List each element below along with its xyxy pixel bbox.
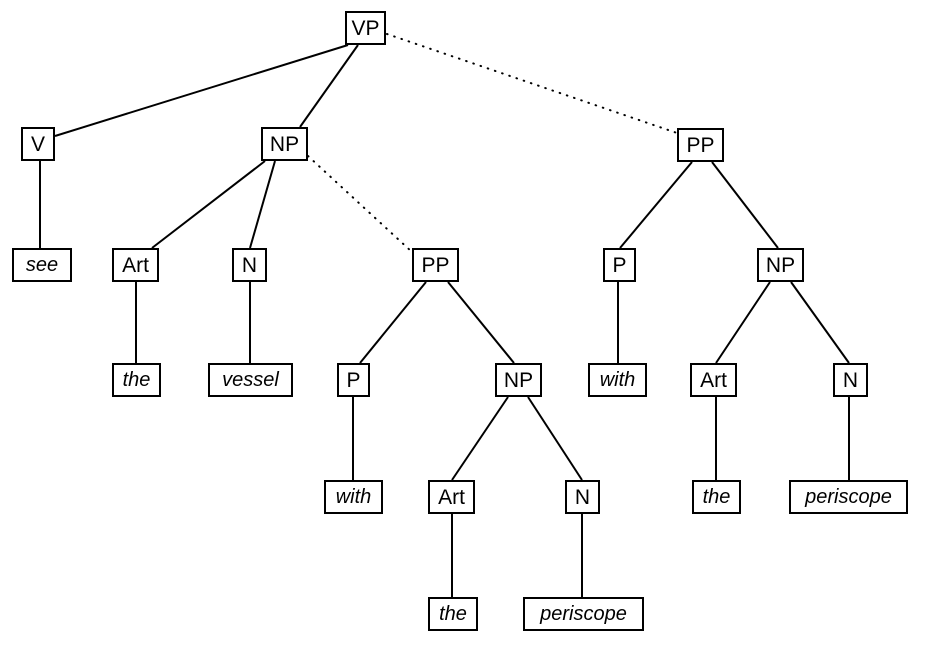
- tree-node-art_r: Art: [690, 363, 737, 397]
- tree-edge-vp-to-pp_right: [386, 33, 678, 134]
- tree-leaf-with_m: with: [324, 480, 383, 514]
- tree-node-pp_mid: PP: [412, 248, 459, 282]
- tree-node-art1: Art: [112, 248, 159, 282]
- tree-leaf-the1: the: [112, 363, 161, 397]
- tree-edge-vp-to-np1: [299, 44, 359, 128]
- tree-edge-np_mid-to-art_m: [451, 396, 509, 481]
- tree-edge-np1-to-pp_mid: [307, 155, 413, 253]
- tree-node-n_r: N: [833, 363, 868, 397]
- tree-node-pp_right: PP: [677, 128, 724, 162]
- tree-node-np_right: NP: [757, 248, 804, 282]
- tree-edge-np1-to-art1: [151, 160, 266, 249]
- tree-edge-np1-to-n1: [249, 160, 276, 249]
- tree-node-vp: VP: [345, 11, 386, 45]
- tree-leaf-the_r: the: [692, 480, 741, 514]
- tree-edge-pp_right-to-p_right: [619, 161, 693, 249]
- tree-leaf-with_r: with: [588, 363, 647, 397]
- tree-leaf-periscope_m: periscope: [523, 597, 644, 631]
- tree-edge-pp_mid-to-p_mid: [359, 281, 427, 364]
- tree-node-p_right: P: [603, 248, 636, 282]
- tree-edge-pp_mid-to-np_mid: [447, 281, 515, 364]
- tree-edge-np_right-to-art_r: [715, 281, 771, 364]
- tree-leaf-the_m: the: [428, 597, 478, 631]
- tree-leaf-vessel: vessel: [208, 363, 293, 397]
- tree-edge-vp-to-v: [54, 44, 349, 137]
- tree-node-n_m: N: [565, 480, 600, 514]
- tree-leaf-see: see: [12, 248, 72, 282]
- tree-edge-np_right-to-n_r: [790, 281, 850, 364]
- tree-node-art_m: Art: [428, 480, 475, 514]
- tree-node-p_mid: P: [337, 363, 370, 397]
- tree-node-n1: N: [232, 248, 267, 282]
- tree-leaf-periscope_r: periscope: [789, 480, 908, 514]
- tree-edge-pp_right-to-np_right: [711, 161, 779, 249]
- tree-edge-np_mid-to-n_m: [527, 396, 583, 481]
- tree-node-np1: NP: [261, 127, 308, 161]
- tree-node-np_mid: NP: [495, 363, 542, 397]
- tree-node-v: V: [21, 127, 55, 161]
